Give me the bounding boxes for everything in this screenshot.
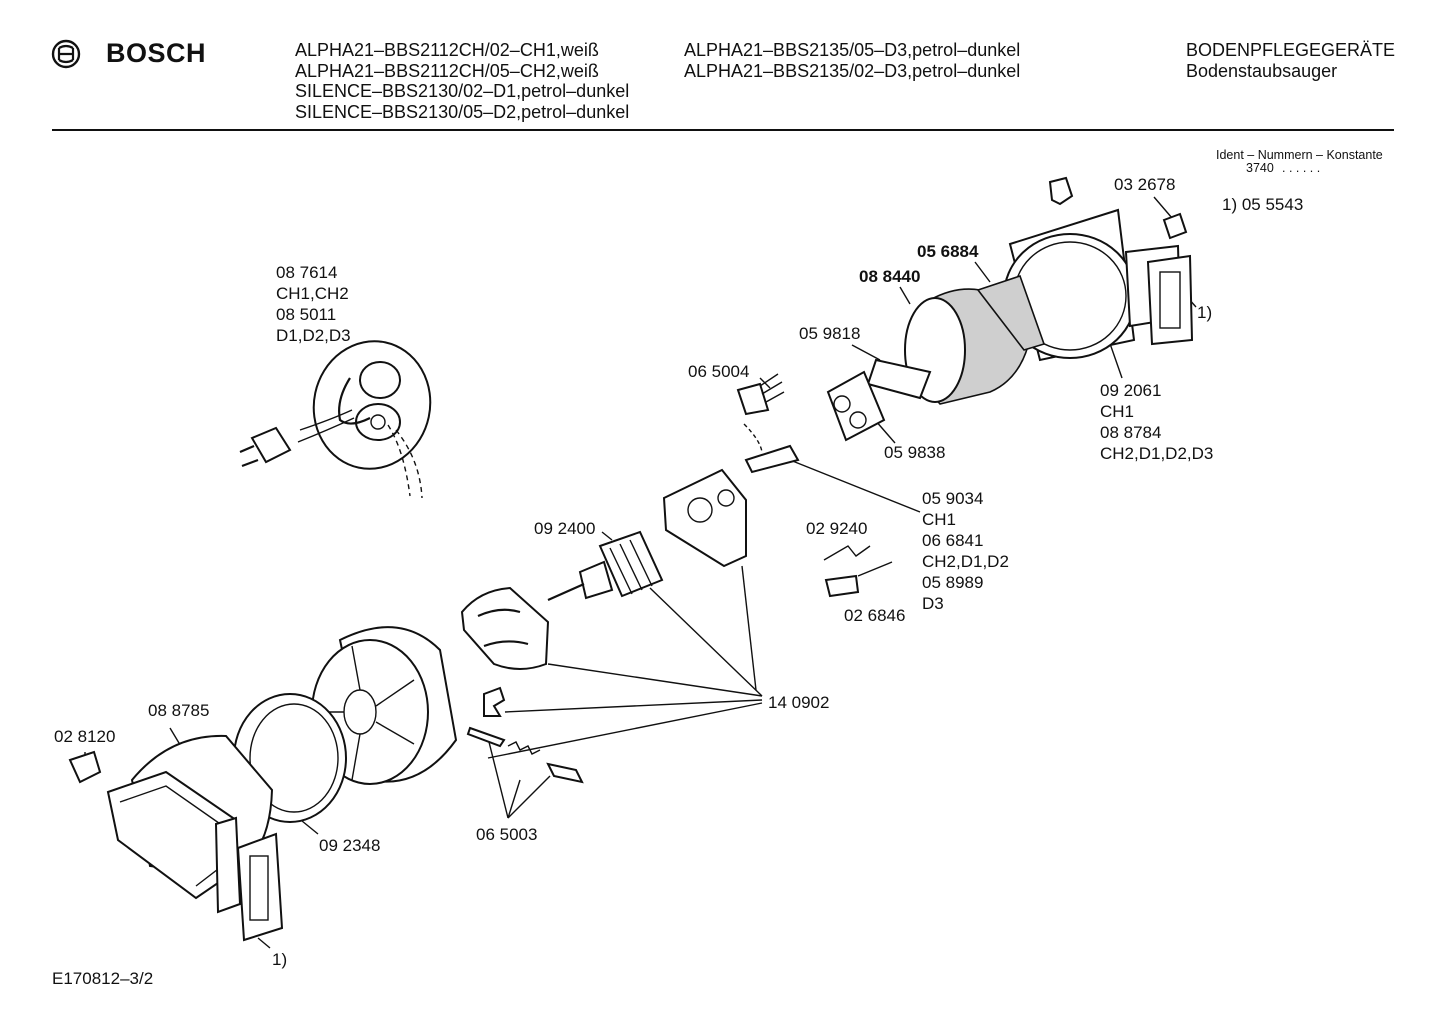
label-05-9034: 05 9034 — [922, 489, 984, 508]
model-line: ALPHA21–BBS2135/02–D3,petrol–dunkel — [684, 60, 1021, 81]
ident-dots: . . . . . . — [1282, 161, 1321, 175]
leader-lines — [84, 196, 1197, 949]
bosch-logo — [50, 38, 82, 75]
label-ch1: CH1 — [1100, 402, 1135, 421]
label-06-5004: 06 5004 — [688, 362, 750, 381]
label-03-2678: 03 2678 — [1114, 175, 1176, 194]
label-06-6841: 06 6841 — [922, 531, 984, 550]
label-06-5003: 06 5003 — [476, 825, 538, 844]
label-d3: D3 — [922, 594, 944, 613]
label-08-7614: 08 7614 — [276, 263, 338, 282]
drawing-number: E170812–3/2 — [52, 969, 154, 988]
model-line: ALPHA21–BBS2112CH/05–CH2,weiß — [295, 60, 599, 81]
model-line: SILENCE–BBS2130/05–D2,petrol–dunkel — [295, 101, 630, 122]
label-05-9818: 05 9818 — [799, 324, 861, 343]
label-08-8785: 08 8785 — [148, 701, 210, 720]
model-line: ALPHA21–BBS2135/05–D3,petrol–dunkel — [684, 40, 1021, 60]
label-05-5543: 1) 05 5543 — [1222, 195, 1304, 214]
label-d1-d2-d3: D1,D2,D3 — [276, 326, 351, 345]
model-line: ALPHA21–BBS2112CH/02–CH1,weiß — [295, 40, 599, 60]
ident-value: 3740 — [1246, 161, 1274, 175]
ident-title: Ident – Nummern – Konstante — [1216, 148, 1383, 162]
label-ch2-d1-d2: CH2,D1,D2 — [922, 552, 1009, 571]
label-14-0902: 14 0902 — [768, 693, 830, 712]
label-05-8989: 05 8989 — [922, 573, 984, 592]
label-02-9240: 02 9240 — [806, 519, 868, 538]
models-column-2: ALPHA21–BBS2135/05–D3,petrol–dunkel ALPH… — [684, 40, 1020, 81]
label-08-5011: 08 5011 — [276, 305, 337, 324]
sound-insulation — [904, 274, 1046, 405]
category-subtitle: Bodenstaubsauger — [1186, 60, 1338, 81]
label-09-2348: 09 2348 — [319, 836, 381, 855]
header-divider — [52, 129, 1394, 131]
cable-reel — [239, 340, 432, 499]
label-note-1-bottom: 1) — [272, 950, 288, 969]
category-title: BODENPFLEGEGERÄTE — [1186, 40, 1396, 60]
label-08-8784: 08 8784 — [1100, 423, 1162, 442]
carbon-brushes — [466, 686, 584, 784]
label-09-2400: 09 2400 — [534, 519, 596, 538]
models-column-1: ALPHA21–BBS2112CH/02–CH1,weiß ALPHA21–BB… — [295, 40, 629, 122]
label-ch1-b: CH1 — [922, 510, 957, 529]
electronic-board — [826, 358, 932, 442]
bosch-armature-icon — [51, 39, 81, 69]
label-ch2-d1-d2-d3: CH2,D1,D2,D3 — [1100, 444, 1214, 463]
motor-housing-rear — [1003, 176, 1194, 362]
label-ch1-ch2: CH1,CH2 — [276, 284, 349, 303]
field-coil — [460, 586, 550, 670]
label-02-8120: 02 8120 — [54, 727, 116, 746]
label-09-2061: 09 2061 — [1100, 381, 1162, 400]
brand-name: BOSCH — [106, 38, 207, 68]
label-05-9838: 05 9838 — [884, 443, 946, 462]
label-02-6846: 02 6846 — [844, 606, 906, 625]
label-08-8440: 08 8440 — [859, 267, 921, 286]
motor-cover-front — [68, 734, 284, 942]
label-05-6884: 05 6884 — [917, 242, 979, 261]
bearing-bracket — [662, 468, 747, 568]
category-block: BODENPFLEGEGERÄTE Bodenstaubsauger — [1186, 40, 1395, 81]
capacitor — [743, 423, 800, 474]
connector — [736, 373, 785, 416]
brush-holder — [823, 545, 893, 598]
label-note-1-right: 1) — [1197, 303, 1213, 322]
armature — [547, 530, 664, 602]
model-line: SILENCE–BBS2130/02–D1,petrol–dunkel — [295, 81, 630, 101]
